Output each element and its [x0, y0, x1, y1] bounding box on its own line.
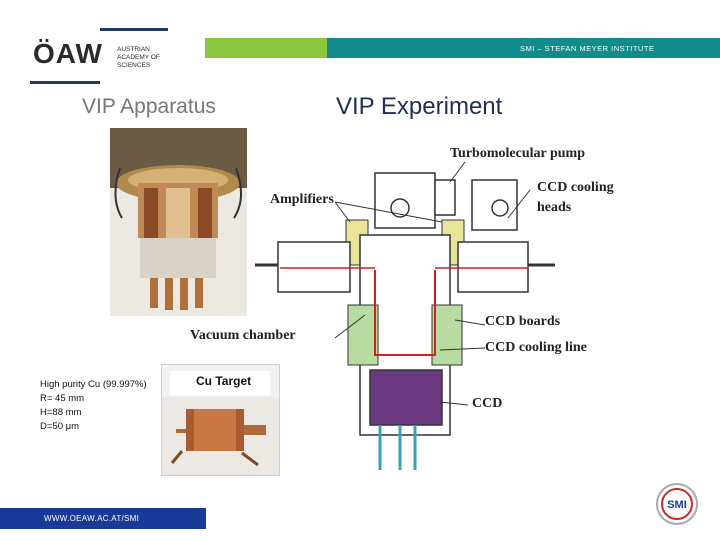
- smi-logo-text: SMI: [667, 499, 687, 511]
- label-ccd-cooling-heads-2: heads: [537, 200, 572, 215]
- label-ccd-boards: CCD boards: [485, 314, 561, 329]
- logo-sub-line: AUSTRIAN: [117, 46, 150, 53]
- spec-line: D=50 μm: [40, 421, 80, 432]
- label-ccd-cooling-heads: CCD cooling: [537, 180, 614, 195]
- apparatus-photo: [110, 128, 247, 316]
- footer-url-link[interactable]: WWW.OEAW.AC.AT/SMI: [44, 514, 140, 523]
- label-vacuum-chamber: Vacuum chamber: [190, 328, 296, 343]
- institute-name: SMI – STEFAN MEYER INSTITUTE: [520, 44, 655, 53]
- header-band-teal: [327, 38, 720, 58]
- oaw-logo: ÖAW: [33, 38, 103, 69]
- logo-bottom-bar: [30, 81, 100, 84]
- smi-logo: SMI: [655, 482, 699, 526]
- header-band-green: [205, 38, 327, 58]
- target-specs: High purity Cu (99.997%) R= 45 mm H=88 m…: [40, 378, 147, 434]
- cu-target-label: Cu Target: [196, 374, 252, 388]
- footer-bar: [0, 508, 206, 529]
- spec-line: R= 45 mm: [40, 393, 85, 404]
- logo-top-bar: [100, 28, 168, 31]
- oaw-logo-subtitle: AUSTRIAN ACADEMY OF SCIENCES: [117, 46, 160, 70]
- vip-setup-diagram: Turbomolecular pump Amplifiers CCD cooli…: [190, 140, 630, 480]
- label-ccd: CCD: [472, 396, 503, 411]
- slide-title: VIP Experiment: [336, 93, 503, 120]
- label-ccd-cooling-line: CCD cooling line: [485, 340, 587, 355]
- label-turbomolecular-pump: Turbomolecular pump: [450, 146, 585, 161]
- logo-sub-line: SCIENCES: [117, 62, 151, 69]
- apparatus-title: VIP Apparatus: [82, 95, 216, 118]
- logo-sub-line: ACADEMY OF: [117, 54, 160, 61]
- cu-target-photo: [161, 364, 280, 476]
- spec-line: High purity Cu (99.997%): [40, 379, 147, 390]
- spec-line: H=88 mm: [40, 407, 82, 418]
- label-amplifiers: Amplifiers: [270, 192, 334, 207]
